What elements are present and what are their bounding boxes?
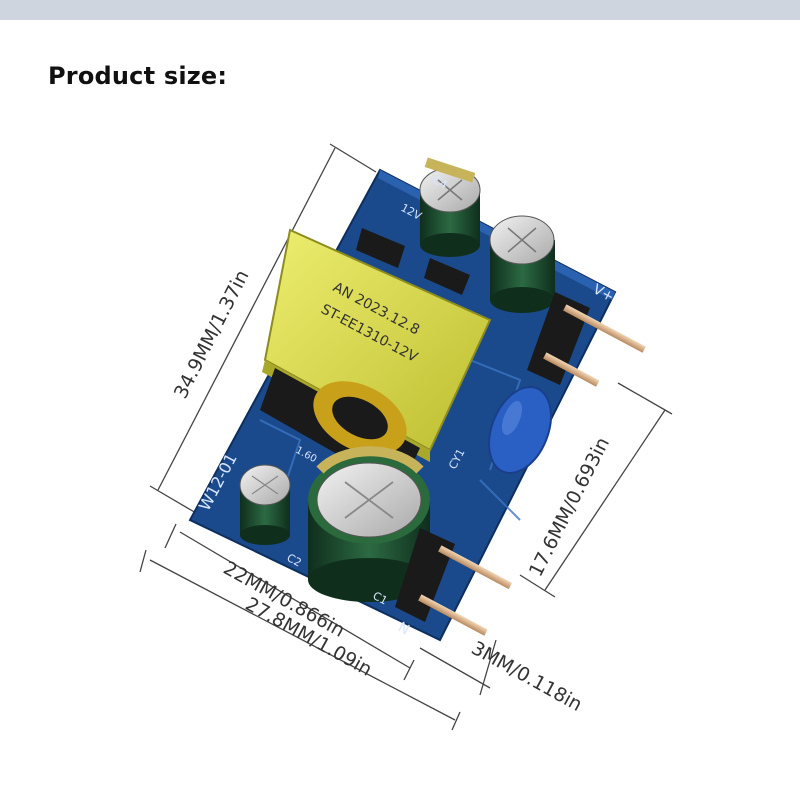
dimension-lines bbox=[139, 143, 673, 731]
capacitor-top-right bbox=[489, 215, 555, 313]
page-title: Product size: bbox=[48, 62, 228, 90]
capacitor-top-left bbox=[419, 157, 481, 257]
jumper-block-top bbox=[356, 228, 470, 295]
capacitor-small bbox=[239, 464, 291, 545]
dim-height-label: 34.9MM/1.37in bbox=[170, 267, 254, 403]
top-bar bbox=[0, 0, 800, 20]
silk-c4: C4 bbox=[431, 173, 450, 191]
silk-n: N bbox=[395, 619, 412, 638]
silk-c1: C1 bbox=[371, 589, 390, 607]
y-capacitor bbox=[488, 385, 552, 475]
output-header-pins bbox=[527, 292, 646, 387]
silk-c2: C2 bbox=[285, 551, 304, 569]
input-header-pins bbox=[395, 528, 513, 636]
